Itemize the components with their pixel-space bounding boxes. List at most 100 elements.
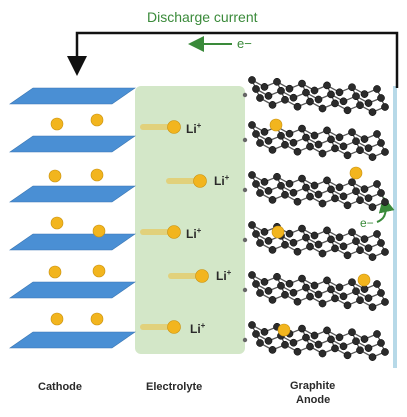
carbon-atom [277, 281, 285, 290]
anode-ions [269, 118, 371, 337]
cathode-sheet [9, 87, 136, 105]
carbon-atom [256, 239, 264, 247]
li-ion [167, 225, 181, 239]
carbon-atom [352, 237, 360, 246]
carbon-atom [252, 280, 260, 288]
carbon-atom [335, 88, 344, 97]
carbon-atom [352, 187, 360, 196]
li-ion [167, 320, 181, 334]
graphite-layer [242, 321, 389, 361]
carbon-atom [377, 189, 385, 197]
carbon-atom [348, 128, 356, 137]
carbon-atom [331, 344, 339, 353]
carbon-atom [323, 276, 331, 285]
electrolyte-ions [140, 120, 209, 334]
external-circuit-wire [67, 31, 399, 88]
carbon-atom [293, 102, 302, 111]
li-ion-label: Li+ [186, 226, 202, 241]
carbon-atom [327, 90, 335, 99]
li-ion-label: Li+ [186, 121, 202, 136]
carbon-atom [310, 86, 319, 95]
carbon-atom [364, 144, 373, 152]
carbon-atom [364, 294, 373, 302]
carbon-atom [381, 348, 389, 356]
cathode-sheet [9, 185, 136, 203]
carbon-atom [331, 244, 339, 253]
carbon-atom [281, 340, 289, 349]
carbon-atom [323, 326, 331, 335]
li-ion [269, 118, 283, 132]
interface-dot [242, 287, 248, 293]
ion-motion-trail [140, 324, 170, 330]
li-ion [92, 224, 106, 238]
carbon-atom [256, 139, 264, 147]
carbon-atom [331, 144, 339, 153]
carbon-atom [264, 287, 273, 295]
electron-label-anode: e− [360, 216, 374, 230]
carbon-atom [373, 130, 381, 138]
carbon-atom [356, 296, 364, 305]
carbon-atom [343, 301, 352, 310]
carbon-atom [352, 337, 360, 346]
carbon-atom [281, 190, 289, 199]
electron-release-arrow [376, 196, 395, 223]
carbon-atom [310, 281, 319, 290]
carbon-atom [343, 106, 352, 115]
carbon-atom [293, 297, 302, 306]
carbon-atom [306, 292, 314, 301]
li-ion [357, 273, 371, 287]
carbon-atom [360, 235, 369, 243]
carbon-atom [289, 93, 298, 102]
carbon-atom [285, 129, 294, 138]
carbon-atom [256, 189, 264, 197]
carbon-atom [360, 185, 369, 193]
carbon-atom [323, 126, 331, 135]
li-ion [195, 269, 209, 283]
carbon-atom [377, 289, 385, 297]
carbon-atom [368, 253, 377, 261]
carbon-atom [339, 292, 348, 301]
ion-motion-trail [140, 229, 170, 235]
carbon-atom [364, 344, 373, 352]
carbon-atom [356, 101, 364, 110]
li-ion [50, 117, 64, 131]
carbon-atom [268, 101, 277, 109]
carbon-atom [248, 76, 256, 84]
carbon-atom [327, 135, 335, 144]
carbon-atom [377, 139, 385, 147]
carbon-atom [306, 142, 314, 151]
li-ion [167, 120, 181, 134]
carbon-atom [368, 353, 377, 361]
carbon-atom [377, 239, 385, 247]
carbon-atom [293, 247, 302, 256]
carbon-atom [310, 331, 319, 340]
carbon-atom [335, 333, 344, 342]
ion-motion-trail [166, 178, 196, 184]
carbon-atom [314, 340, 323, 349]
carbon-atom [302, 283, 310, 292]
carbon-atom [318, 299, 327, 308]
carbon-atom [256, 94, 264, 102]
li-ion [50, 312, 64, 326]
carbon-atom [318, 149, 327, 158]
cathode-caption: Cathode [38, 381, 82, 393]
carbon-atom [252, 180, 260, 188]
li-ion [193, 174, 207, 188]
cathode-sheets [9, 87, 136, 349]
carbon-atom [306, 342, 314, 351]
carbon-atom [298, 79, 306, 88]
carbon-atom [281, 240, 289, 249]
carbon-atom [356, 196, 364, 205]
carbon-atom [264, 337, 273, 345]
carbon-atom [302, 333, 310, 342]
carbon-atom [339, 142, 348, 151]
carbon-atom [298, 274, 306, 283]
carbon-atom [327, 335, 335, 344]
carbon-atom [327, 235, 335, 244]
carbon-atom [285, 229, 294, 238]
carbon-atom [318, 349, 327, 358]
graphite-layer [242, 76, 389, 116]
anode-collector [393, 86, 397, 368]
carbon-atom [293, 347, 302, 356]
carbon-atom [352, 287, 360, 296]
